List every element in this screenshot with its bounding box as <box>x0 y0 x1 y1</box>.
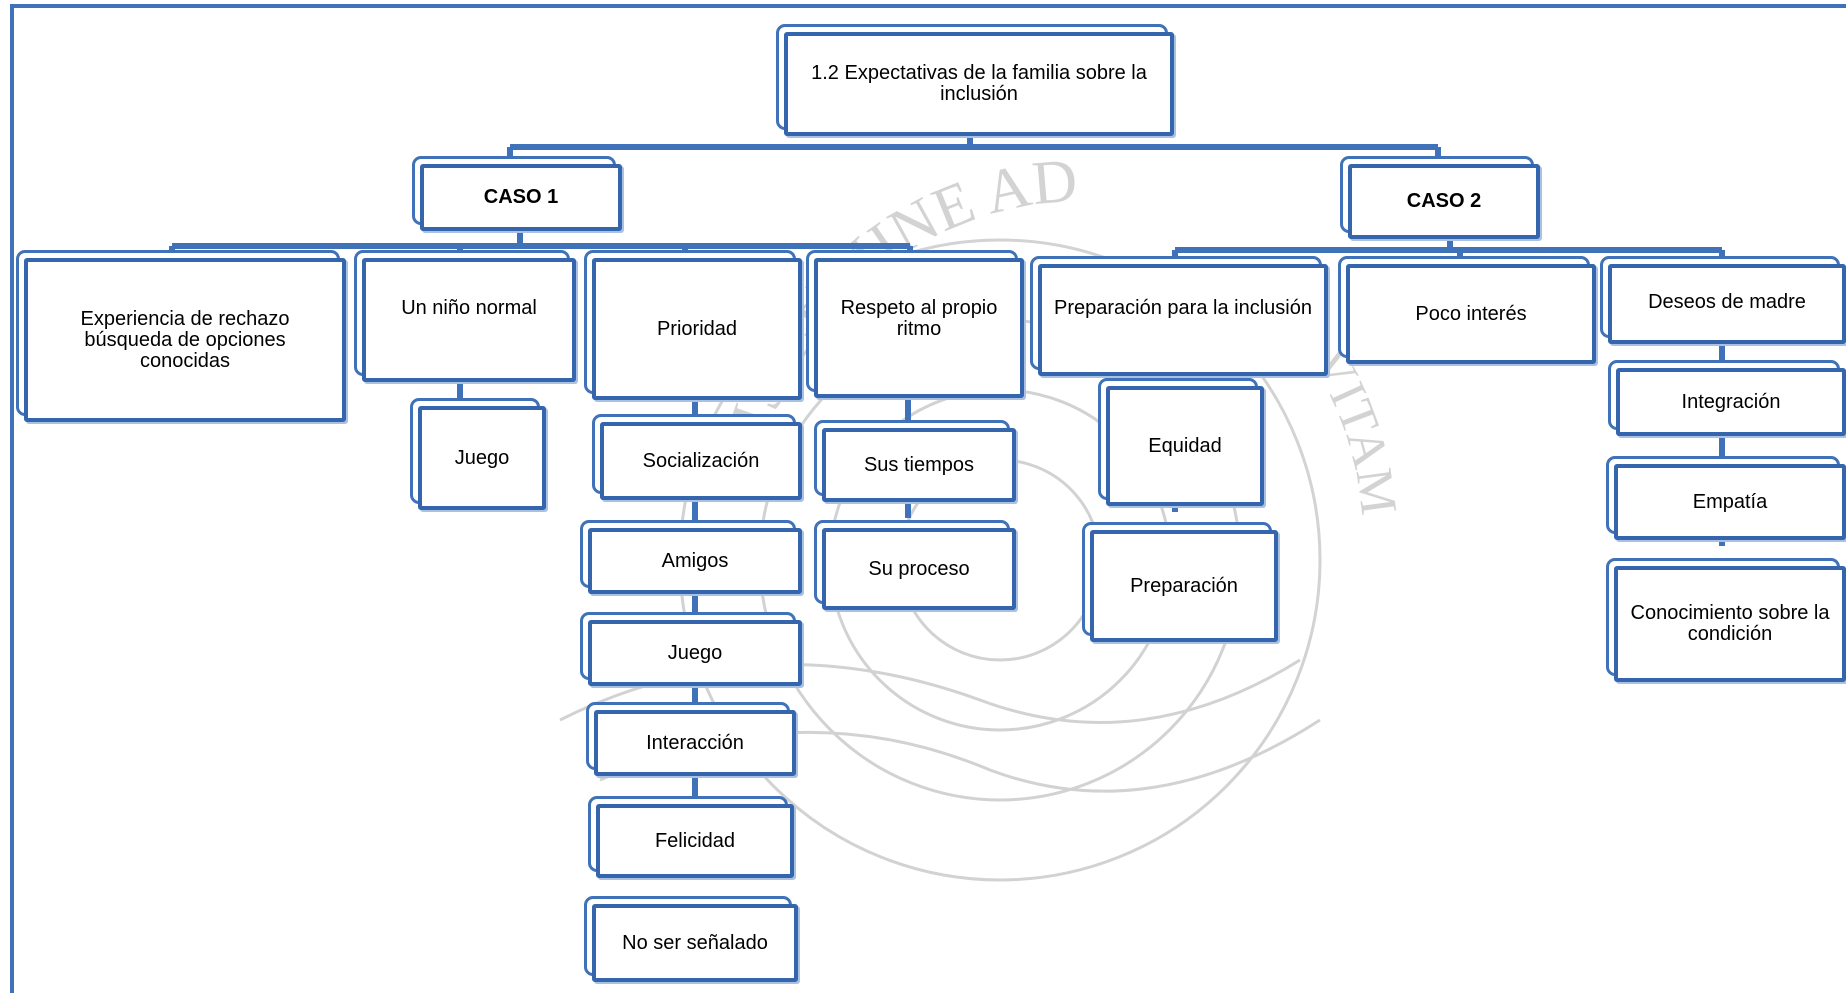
case1-branch-prioridad: Prioridad <box>584 250 802 400</box>
root-node: 1.2 Expectativas de la familia sobre la … <box>776 24 1174 136</box>
case2-deseos-child-2: Empatía <box>1606 456 1846 540</box>
case2-preparacion-child-1: Equidad <box>1098 378 1264 506</box>
case1-branch-nino-normal: Un niño normal <box>354 250 576 382</box>
case1-branch-ritmo: Respeto al propio ritmo <box>806 250 1024 398</box>
child-label: Felicidad <box>654 829 736 852</box>
case2-branch-poco-interes: Poco interés <box>1338 256 1596 364</box>
branch-label: Prioridad <box>656 317 738 340</box>
child-label: Amigos <box>661 549 729 572</box>
case2-deseos-child-3: Conocimiento sobre la condición <box>1606 558 1846 682</box>
case1-label: CASO 1 <box>483 186 559 208</box>
case2-node: CASO 2 <box>1340 156 1540 239</box>
case1-prioridad-child-6: No ser señalado <box>584 896 798 982</box>
child-label: Interacción <box>646 731 744 754</box>
child-label: Integración <box>1681 390 1781 413</box>
case1-prioridad-child-2: Amigos <box>580 520 802 594</box>
case2-preparacion-child-2: Preparación <box>1082 522 1278 642</box>
branch-label: Deseos de madre <box>1648 291 1806 313</box>
child-label: Empatía <box>1692 490 1768 513</box>
child-label: Juego <box>454 446 510 469</box>
child-label: Preparación <box>1130 574 1238 597</box>
child-label: Equidad <box>1148 434 1222 457</box>
case1-branch-rechazo: Experiencia de rechazo búsqueda de opcio… <box>16 250 346 422</box>
child-label: Su proceso <box>868 557 970 580</box>
root-label: 1.2 Expectativas de la familia sobre la … <box>811 62 1147 105</box>
case1-nino-child-juego: Juego <box>410 398 546 510</box>
case1-ritmo-child-2: Su proceso <box>814 520 1016 610</box>
child-label: Juego <box>667 641 723 664</box>
branch-label: Poco interés <box>1415 302 1527 325</box>
case1-prioridad-child-5: Felicidad <box>588 796 794 878</box>
branch-label: Un niño normal <box>401 297 537 319</box>
branch-label: Preparación para la inclusión <box>1054 297 1312 319</box>
case2-branch-preparacion-inclusion: Preparación para la inclusión <box>1030 256 1328 376</box>
child-label: Socialización <box>642 449 760 472</box>
branch-label: Experiencia de rechazo búsqueda de opcio… <box>80 307 290 372</box>
child-label: Sus tiempos <box>863 453 975 476</box>
case1-node: CASO 1 <box>412 156 622 231</box>
case2-label: CASO 2 <box>1406 190 1482 212</box>
case2-deseos-child-1: Integración <box>1608 360 1846 436</box>
branch-label: Respeto al propio ritmo <box>840 297 998 340</box>
child-label: Conocimiento sobre la condición <box>1630 602 1830 645</box>
case1-ritmo-child-1: Sus tiempos <box>814 420 1016 502</box>
child-label: No ser señalado <box>622 931 768 954</box>
case1-prioridad-child-3: Juego <box>580 612 802 686</box>
case1-prioridad-child-4: Interacción <box>586 702 796 776</box>
case2-branch-deseos-madre: Deseos de madre <box>1600 256 1846 344</box>
case1-prioridad-child-1: Socialización <box>592 414 802 500</box>
